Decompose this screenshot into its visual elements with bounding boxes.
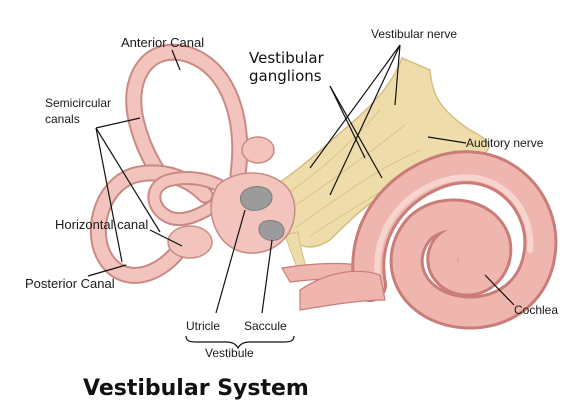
inner-ear-illustration bbox=[98, 52, 540, 312]
ampulla-anterior bbox=[242, 137, 274, 163]
diagram-title: Vestibular System bbox=[83, 376, 309, 401]
label-saccule: Saccule bbox=[244, 319, 287, 333]
label-horizontal-canal: Horizontal canal bbox=[55, 217, 148, 232]
label-vestibular-ganglions-line2: ganglions bbox=[249, 67, 322, 85]
label-anterior-canal: Anterior Canal bbox=[121, 35, 204, 50]
label-cochlea: Cochlea bbox=[514, 303, 558, 317]
label-semicircular-line1: Semicircular bbox=[45, 96, 111, 110]
label-vestibular-ganglions-line1: Vestibular bbox=[249, 49, 325, 67]
label-utricle: Utricle bbox=[186, 319, 220, 333]
label-posterior-canal: Posterior Canal bbox=[25, 276, 115, 291]
label-semicircular-line2: canals bbox=[45, 112, 80, 126]
label-auditory-nerve: Auditory nerve bbox=[466, 136, 544, 150]
label-vestibule: Vestibule bbox=[205, 346, 254, 360]
saccule-macula bbox=[259, 220, 284, 240]
label-vestibular-nerve: Vestibular nerve bbox=[371, 27, 457, 41]
vestibule-body bbox=[211, 173, 295, 253]
